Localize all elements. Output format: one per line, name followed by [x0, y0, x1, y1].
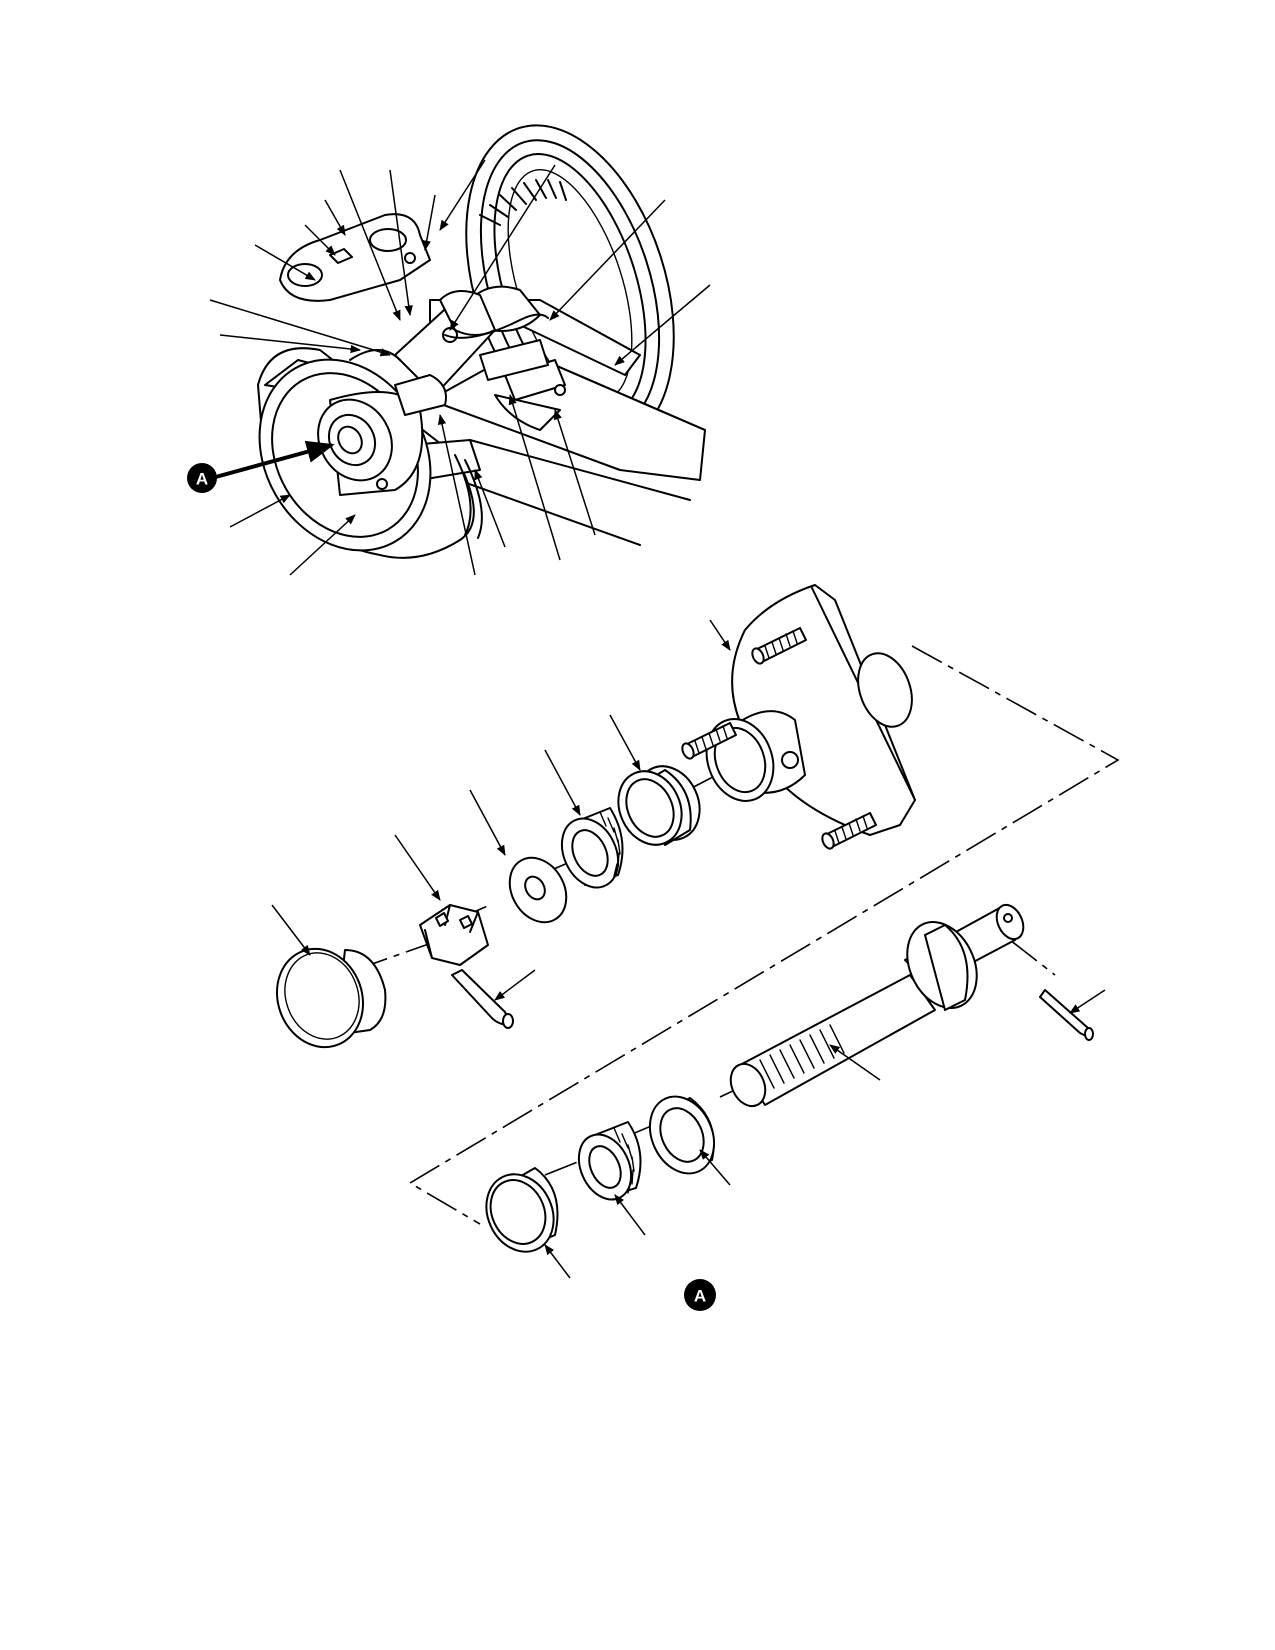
callout-a: A	[187, 440, 335, 493]
inner-bearing-cup	[648, 1095, 716, 1175]
detail-a-badge	[684, 1279, 716, 1311]
wheel-hub-with-studs	[681, 584, 916, 850]
callout-a-badge	[187, 463, 217, 493]
assembled-view-leader-lines	[209, 159, 711, 576]
dust-cap	[275, 947, 387, 1049]
wheel-stud	[821, 812, 877, 850]
callout-a-label: A	[196, 470, 208, 489]
flat-washer	[508, 856, 568, 924]
spindle-arm	[394, 290, 549, 396]
steering-arm	[279, 213, 431, 302]
outer-bearing-cone	[560, 807, 624, 889]
cotter-pin	[451, 969, 514, 1029]
grease-seal	[485, 1167, 559, 1253]
wheel-stud	[681, 722, 737, 760]
wheel-stud	[751, 627, 807, 665]
outer-bearing-cup	[617, 765, 701, 846]
detail-a-marker: A	[684, 1279, 716, 1311]
inner-bearing-cone	[577, 1121, 642, 1201]
spindle-cotter-pin	[1039, 989, 1094, 1041]
assembled-view: A	[187, 124, 711, 576]
exploded-view-leader-lines	[271, 619, 1106, 1279]
exploded-view: A	[271, 584, 1120, 1311]
detail-a-label: A	[694, 1287, 706, 1306]
wheel-hub	[258, 358, 447, 552]
slotted-nut	[419, 904, 489, 966]
spindle	[729, 903, 1025, 1108]
